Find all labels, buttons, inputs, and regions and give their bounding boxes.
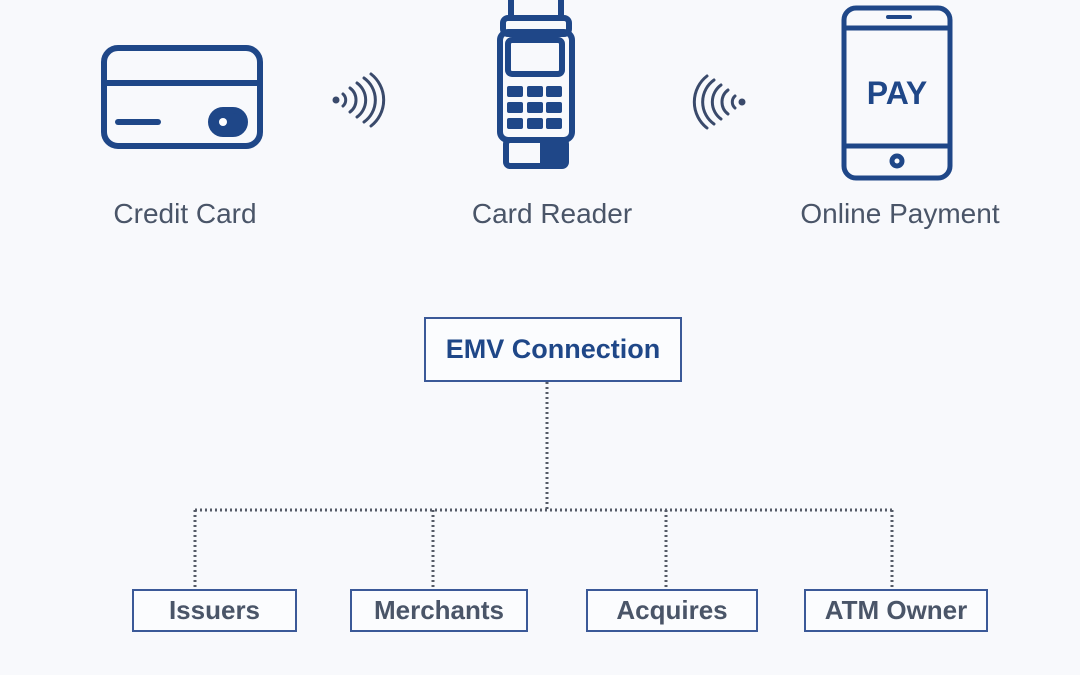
atm-owner-node: ATM Owner (804, 589, 988, 632)
merchants-node: Merchants (350, 589, 528, 632)
device-label-online-payment: Online Payment (800, 198, 1000, 229)
contactless-wave-icon (692, 74, 746, 130)
acquires-label: Acquires (616, 595, 728, 625)
merchants-label: Merchants (373, 595, 505, 625)
pay-text: PAY (867, 75, 927, 111)
device-label-credit-card: Credit Card (113, 198, 257, 229)
emv-connection-node: EMV Connection (424, 317, 682, 382)
contactless-wave-icon (332, 72, 386, 128)
atm-owner-label: ATM Owner (824, 595, 968, 625)
smartphone-icon (841, 5, 953, 181)
credit-card-icon (101, 45, 263, 149)
keypad (507, 86, 562, 129)
tree-connectors (193, 382, 894, 588)
emv-connection-label: EMV Connection (445, 334, 661, 364)
acquires-node: Acquires (586, 589, 758, 632)
device-label-card-reader: Card Reader (471, 198, 633, 229)
card-reader-icon (497, 0, 575, 169)
issuers-node: Issuers (132, 589, 297, 632)
issuers-label: Issuers (168, 595, 261, 625)
